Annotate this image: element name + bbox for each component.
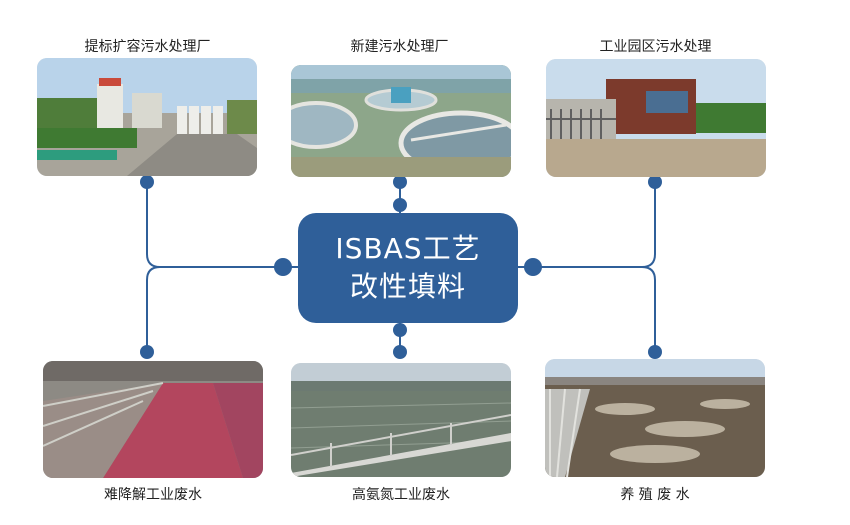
center-title: ISBAS工艺 bbox=[335, 232, 481, 265]
node-top-right bbox=[648, 175, 662, 189]
connector-left bbox=[146, 182, 298, 268]
aeration-basin-walkway-photo bbox=[291, 363, 511, 477]
industrial-park-gate-photo bbox=[546, 59, 766, 177]
connector-left-down bbox=[146, 266, 161, 352]
node-top-center-2 bbox=[393, 198, 407, 212]
plant-buildings-photo bbox=[37, 58, 257, 176]
node-bottom-center bbox=[393, 323, 407, 337]
node-top-left bbox=[140, 175, 154, 189]
node-bottom-right bbox=[648, 345, 662, 359]
node-right bbox=[524, 258, 542, 276]
connector-right bbox=[518, 182, 656, 268]
label-high-ammonia-wastewater: 高氨氮工业废水 bbox=[352, 487, 450, 503]
foamy-aeration-basin-photo bbox=[545, 359, 765, 477]
node-bottom-left bbox=[140, 345, 154, 359]
node-left bbox=[274, 258, 292, 276]
center-subtitle: 改性填料 bbox=[349, 270, 466, 303]
label-industrial-park: 工业园区污水处理 bbox=[599, 39, 712, 55]
label-refractory-wastewater: 难降解工业废水 bbox=[104, 487, 202, 503]
isbas-process-box: ISBAS工艺 改性填料 bbox=[298, 213, 518, 323]
node-bottom-center-2 bbox=[393, 345, 407, 359]
label-livestock-wastewater: 养 殖 废 水 bbox=[620, 487, 690, 503]
label-new-plant: 新建污水处理厂 bbox=[350, 39, 449, 55]
node-top-center bbox=[393, 175, 407, 189]
connector-right-down bbox=[641, 266, 656, 352]
label-upgrade-plant: 提标扩容污水处理厂 bbox=[84, 39, 211, 55]
circular-clarifier-tanks-photo bbox=[291, 65, 511, 177]
red-wastewater-channels-photo bbox=[43, 361, 263, 478]
